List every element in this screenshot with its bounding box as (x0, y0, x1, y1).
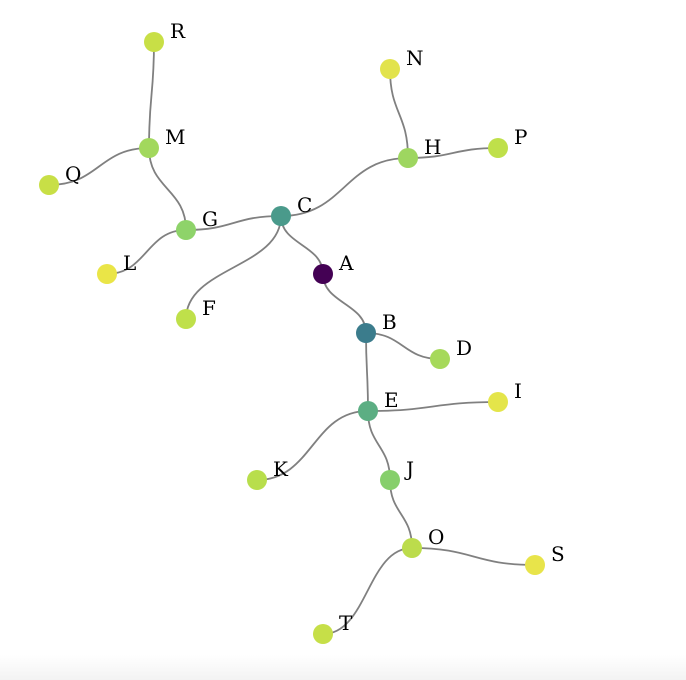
edge-o-s (411, 547, 536, 566)
edge-b-e (365, 332, 369, 412)
node-label-e: E (384, 388, 399, 412)
node-label-h: H (424, 135, 441, 159)
node-label-f: F (202, 296, 216, 320)
node-o[interactable] (402, 538, 422, 558)
node-label-i: I (514, 379, 522, 403)
edge-m-r (148, 41, 155, 149)
edge-a-b (322, 273, 367, 334)
edge-e-i (367, 401, 499, 412)
node-d[interactable] (430, 349, 450, 369)
labels-layer: A B C D E F G H I J K L M N O P Q R S T (65, 19, 565, 635)
node-j[interactable] (380, 470, 400, 490)
node-g[interactable] (176, 220, 196, 240)
node-t[interactable] (313, 624, 333, 644)
node-label-q: Q (65, 162, 81, 186)
node-b[interactable] (356, 323, 376, 343)
node-label-j: J (404, 457, 414, 481)
node-label-k: K (273, 457, 289, 481)
node-label-b: B (382, 310, 397, 334)
node-c[interactable] (271, 206, 291, 226)
edge-g-l (106, 229, 187, 275)
edge-m-q (48, 147, 150, 186)
edge-j-o (389, 479, 413, 549)
node-m[interactable] (139, 138, 159, 158)
edge-e-j (367, 410, 391, 481)
node-e[interactable] (358, 401, 378, 421)
node-f[interactable] (176, 309, 196, 329)
edges-layer (48, 41, 536, 635)
edge-c-g (185, 215, 282, 231)
node-h[interactable] (398, 148, 418, 168)
node-k[interactable] (247, 470, 267, 490)
node-label-l: L (123, 251, 136, 275)
node-label-n: N (406, 46, 424, 70)
node-r[interactable] (144, 32, 164, 52)
node-s[interactable] (525, 555, 545, 575)
node-label-p: P (514, 125, 527, 149)
node-label-a: A (338, 251, 354, 275)
node-label-c: C (297, 193, 312, 217)
node-label-d: D (456, 336, 472, 360)
node-l[interactable] (97, 264, 117, 284)
node-p[interactable] (488, 138, 508, 158)
edge-c-f (185, 215, 282, 320)
node-label-m: M (165, 125, 185, 149)
edge-h-n (389, 68, 409, 159)
node-label-r: R (170, 19, 186, 43)
edge-g-m (148, 147, 187, 231)
node-label-t: T (339, 611, 353, 635)
edge-c-h (280, 157, 409, 217)
node-a[interactable] (313, 264, 333, 284)
edge-b-d (365, 332, 441, 360)
edge-a-c (280, 215, 324, 275)
node-i[interactable] (488, 392, 508, 412)
nodes-layer (39, 32, 545, 644)
node-label-g: G (202, 207, 218, 231)
node-q[interactable] (39, 175, 59, 195)
node-label-s: S (551, 542, 565, 566)
node-label-o: O (428, 525, 444, 549)
node-n[interactable] (380, 59, 400, 79)
edge-e-k (256, 410, 369, 481)
edge-h-p (407, 147, 499, 159)
edge-o-t (322, 547, 413, 635)
